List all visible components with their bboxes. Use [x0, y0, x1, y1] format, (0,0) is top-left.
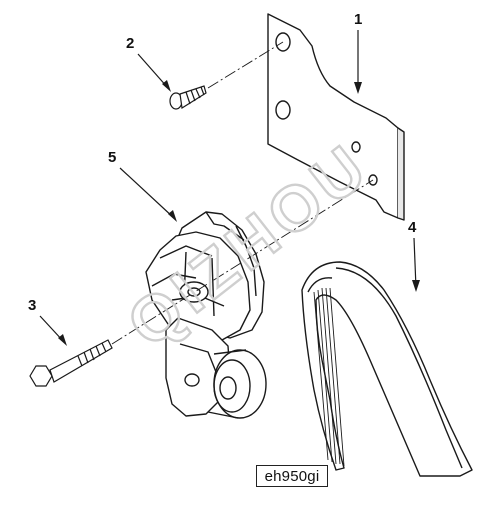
callout-label-2: 2	[126, 35, 134, 52]
callout-1: 1	[354, 11, 362, 94]
capscrew-part-2	[169, 85, 207, 110]
arrowhead	[412, 280, 420, 292]
bracket-hole-lower	[275, 100, 291, 120]
centerline-capscrew	[207, 41, 284, 89]
figure-code: eh950gi	[264, 467, 320, 485]
callout-5: 5	[108, 149, 177, 222]
capscrew-part-3	[29, 339, 113, 387]
figure-code-box: eh950gi	[256, 465, 328, 487]
callout-4: 4	[408, 219, 420, 292]
centerline-tensioner	[111, 179, 374, 345]
arrowhead	[354, 82, 362, 94]
bracket-hole-small	[351, 141, 361, 153]
arrowhead	[58, 334, 67, 346]
hex-head	[29, 365, 53, 387]
belt-tensioner-part-5	[145, 211, 267, 419]
arrowhead	[168, 210, 177, 222]
arrowhead	[162, 80, 171, 92]
callout-label-5: 5	[108, 149, 116, 166]
callout-2: 2	[126, 35, 171, 92]
ribbed-belt-part-4	[301, 261, 473, 477]
callout-label-1: 1	[354, 11, 362, 28]
callout-label-3: 3	[28, 297, 36, 314]
callout-label-4: 4	[408, 219, 417, 236]
callout-3: 3	[28, 297, 67, 346]
